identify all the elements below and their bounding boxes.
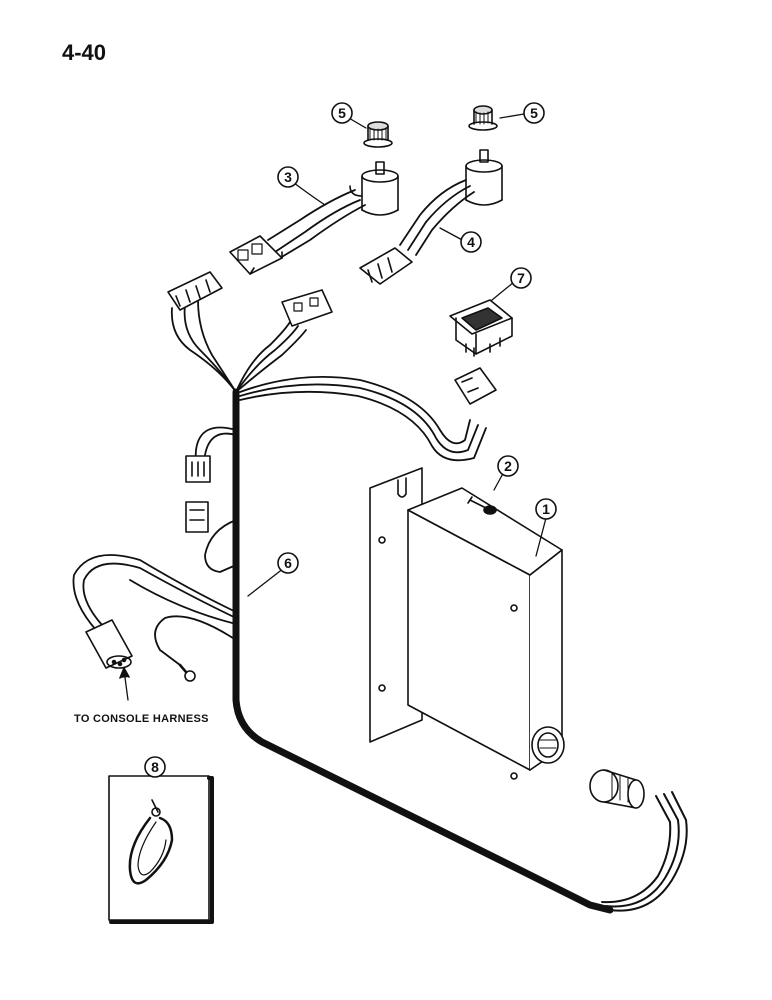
ground-terminal <box>178 663 196 682</box>
callout-3: 3 <box>277 166 299 188</box>
left-top-connector <box>167 271 223 311</box>
callout-5-left: 5 <box>331 102 353 124</box>
harness-branches <box>72 299 487 666</box>
controller-harness-plug <box>589 769 645 809</box>
to-console-harness-label: TO CONSOLE HARNESS <box>74 713 209 725</box>
left-connector-a <box>185 455 211 483</box>
switch-connector <box>454 367 497 405</box>
cable-tie-inset-8 <box>108 775 214 924</box>
svg-text:2: 2 <box>504 458 512 474</box>
callout-8: 8 <box>144 756 166 778</box>
potentiometer-4 <box>359 149 503 285</box>
console-arrow <box>119 667 130 701</box>
callout-5-right: 5 <box>523 102 545 124</box>
knob-left <box>363 121 393 148</box>
screw-2 <box>467 496 497 515</box>
svg-text:5: 5 <box>338 105 346 121</box>
main-harness-trunk <box>232 388 688 914</box>
left-connector-b <box>185 501 209 533</box>
middle-top-connector <box>281 289 333 327</box>
page-number: 4-40 <box>62 40 107 65</box>
callout-1: 1 <box>535 498 557 520</box>
potentiometer-3 <box>229 161 399 275</box>
callout-4: 4 <box>460 231 482 253</box>
svg-text:4: 4 <box>467 234 475 250</box>
svg-text:8: 8 <box>151 759 159 775</box>
callout-6: 6 <box>277 552 299 574</box>
svg-text:3: 3 <box>284 169 292 185</box>
rocker-switch-7 <box>449 299 513 357</box>
svg-text:6: 6 <box>284 555 292 571</box>
callout-7: 7 <box>510 267 532 289</box>
controller-box-1 <box>369 467 565 780</box>
callout-2: 2 <box>497 455 519 477</box>
console-plug <box>85 619 133 669</box>
svg-text:5: 5 <box>530 105 538 121</box>
knob-right <box>468 105 498 131</box>
svg-text:1: 1 <box>542 501 550 517</box>
svg-text:7: 7 <box>517 270 525 286</box>
